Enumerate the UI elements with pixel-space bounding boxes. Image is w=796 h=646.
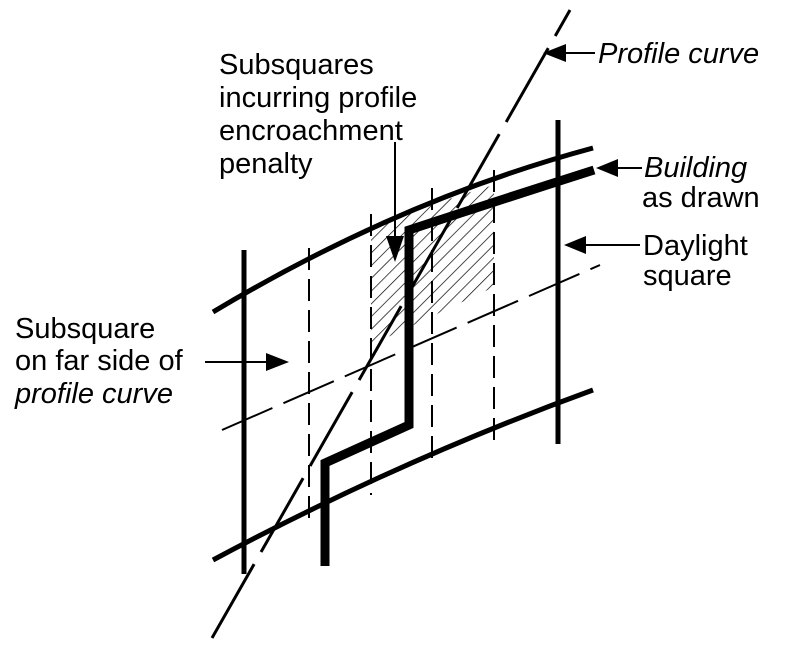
building-label-2: as drawn [642, 182, 760, 214]
arrow-building [596, 159, 642, 177]
far-side-label: Subsquare [15, 313, 156, 345]
subsquares-label: Subsquares [219, 49, 374, 81]
building-outline [320, 165, 596, 566]
daylight-square-top-edge [211, 145, 594, 315]
subsquares-label-4: penalty [219, 148, 313, 180]
arrow-far-side-subsquare [205, 353, 289, 371]
subsquares-label-2: incurring profile [219, 82, 418, 114]
arrow-subsquares-penalty [386, 142, 404, 262]
building-label: Building [644, 152, 748, 184]
subsquares-label-3: encroachment [219, 115, 403, 147]
far-side-label-2: on far side of [15, 345, 183, 377]
daylight-label-2: square [643, 260, 732, 292]
daylight-label: Daylight [643, 230, 748, 262]
arrow-daylight-square [564, 236, 640, 254]
daylight-square-bottom-edge [211, 387, 594, 563]
far-side-label-3: profile curve [15, 378, 173, 410]
profile-curve-line [210, 9, 572, 639]
arrow-profile-curve [543, 44, 595, 62]
profile-curve-label: Profile curve [598, 38, 760, 70]
